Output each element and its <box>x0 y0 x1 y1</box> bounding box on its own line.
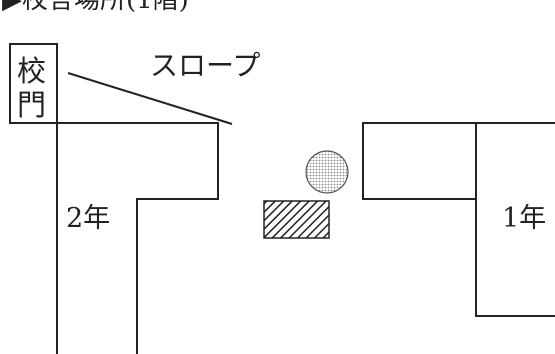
slope-line <box>67 72 233 125</box>
gate-label-char1: 校 <box>17 54 47 88</box>
hatched-rectangle-icon <box>263 200 330 239</box>
grade1-label: 1年 <box>502 203 547 234</box>
dotted-circle-icon <box>305 150 349 194</box>
title-text: 校舎場所(1階) <box>22 0 189 15</box>
grade2-label: 2年 <box>66 203 111 234</box>
grade1-building-outline <box>475 123 555 317</box>
annex-outline <box>362 122 555 200</box>
title-marker-icon: ▶ <box>2 0 22 15</box>
page-title: ▶校舎場所(1階) <box>2 0 189 13</box>
grade2-building-outline <box>57 122 219 354</box>
gate-label-char2: 門 <box>17 88 47 122</box>
slope-label: スロープ <box>150 49 261 82</box>
gate-box <box>9 43 58 124</box>
